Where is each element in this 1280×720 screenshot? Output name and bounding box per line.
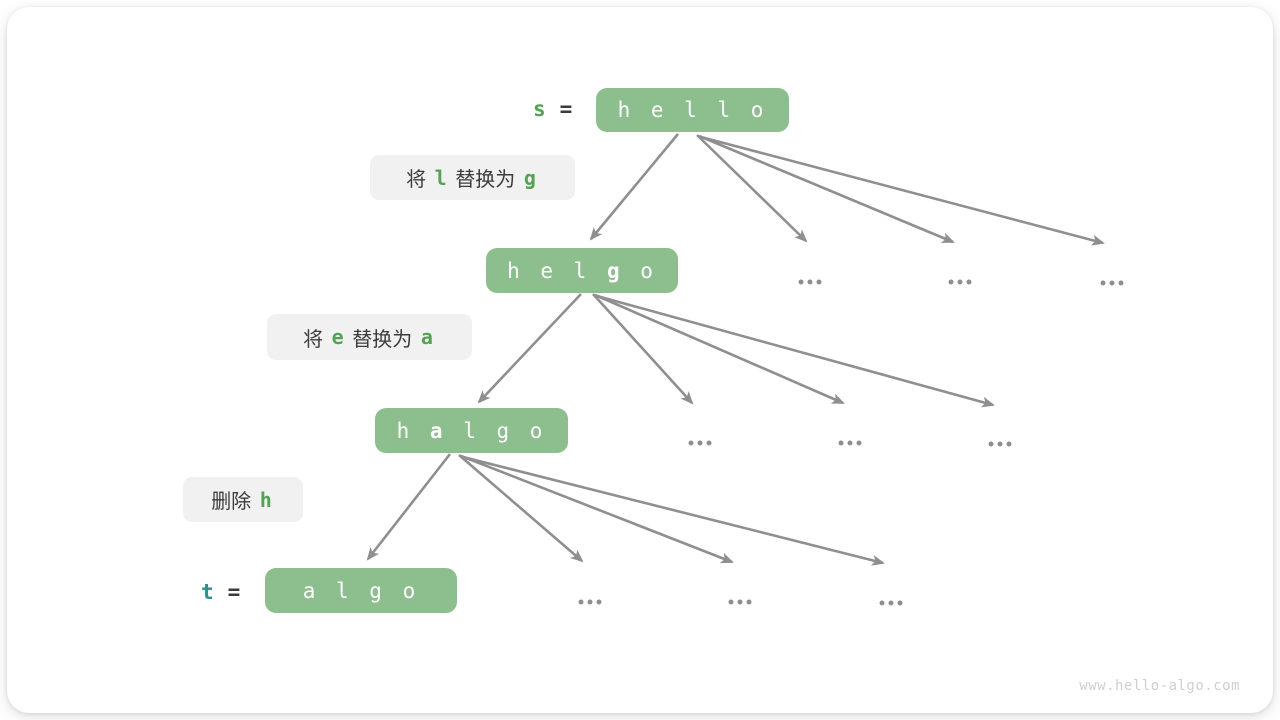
ellipsis: [798, 279, 822, 285]
variable-t: t=: [201, 579, 240, 605]
label-text: 替换为: [449, 169, 521, 191]
node-text: h e l l o: [617, 98, 768, 122]
ellipsis-dot: [888, 600, 894, 606]
ellipsis-dot: [957, 279, 963, 285]
ellipsis: [838, 440, 862, 446]
node-text: o: [623, 258, 657, 283]
ellipsis-dot: [1100, 280, 1106, 286]
ellipsis-dot: [1006, 441, 1012, 447]
ellipsis-dot: [838, 440, 844, 446]
label-text: 将: [303, 328, 329, 351]
code-char: e: [331, 325, 344, 349]
ellipsis-dot: [997, 441, 1003, 447]
equals-sign: =: [227, 580, 241, 604]
ellipsis-dot: [706, 440, 712, 446]
ellipsis: [988, 441, 1012, 447]
node-halgo: h a l g o: [375, 408, 568, 453]
ellipsis-dot: [1118, 280, 1124, 286]
ellipsis-dot: [807, 279, 813, 285]
code-char: a: [420, 325, 433, 349]
ellipsis-dot: [816, 279, 822, 285]
ellipsis: [948, 279, 972, 285]
edit-label-replace-l-with-g: 将 l 替换为 g: [370, 155, 575, 200]
ellipsis-dot: [688, 440, 694, 446]
code-char: h: [259, 487, 272, 512]
code-char: l: [434, 165, 447, 190]
label-text: 将: [406, 169, 432, 191]
label-text: 替换为: [346, 328, 418, 351]
label-text: 删除: [211, 491, 257, 513]
ellipsis-dot: [587, 599, 593, 605]
ellipsis: [688, 440, 712, 446]
equals-sign: =: [559, 97, 573, 121]
node-hello: h e l l o: [596, 88, 789, 132]
watermark: www.hello-algo.com: [1079, 678, 1240, 694]
ellipsis-dot: [596, 599, 602, 605]
ellipsis-dot: [798, 279, 804, 285]
node-highlight-char: a: [429, 418, 447, 443]
ellipsis-dot: [988, 441, 994, 447]
ellipsis-dot: [879, 600, 885, 606]
ellipsis-dot: [578, 599, 584, 605]
ellipsis: [879, 600, 903, 606]
edit-label-replace-e-with-a: 将 e 替换为 a: [267, 314, 472, 360]
ellipsis-dot: [897, 600, 903, 606]
ellipsis-dot: [856, 440, 862, 446]
edit-label-delete-h: 删除 h: [183, 477, 303, 522]
node-text: a l g o: [302, 578, 420, 603]
ellipsis: [578, 599, 602, 605]
variable-name: t: [201, 580, 214, 604]
node-text: h: [396, 418, 430, 443]
ellipsis-dot: [847, 440, 853, 446]
node-algo: a l g o: [265, 568, 457, 613]
ellipsis-dot: [737, 599, 743, 605]
ellipsis-dot: [697, 440, 703, 446]
ellipsis-dot: [966, 279, 972, 285]
variable-s: s=: [533, 96, 572, 122]
ellipsis-dot: [746, 599, 752, 605]
ellipsis-dot: [728, 599, 734, 605]
ellipsis: [728, 599, 752, 605]
node-helgo: h e l g o: [486, 248, 678, 293]
ellipsis: [1100, 280, 1124, 286]
node-text: h e l: [507, 258, 607, 283]
ellipsis-dot: [948, 279, 954, 285]
node-text: l g o: [446, 418, 547, 443]
node-highlight-char: g: [606, 258, 624, 283]
variable-name: s: [533, 97, 546, 121]
code-char: g: [523, 165, 536, 190]
ellipsis-dot: [1109, 280, 1115, 286]
